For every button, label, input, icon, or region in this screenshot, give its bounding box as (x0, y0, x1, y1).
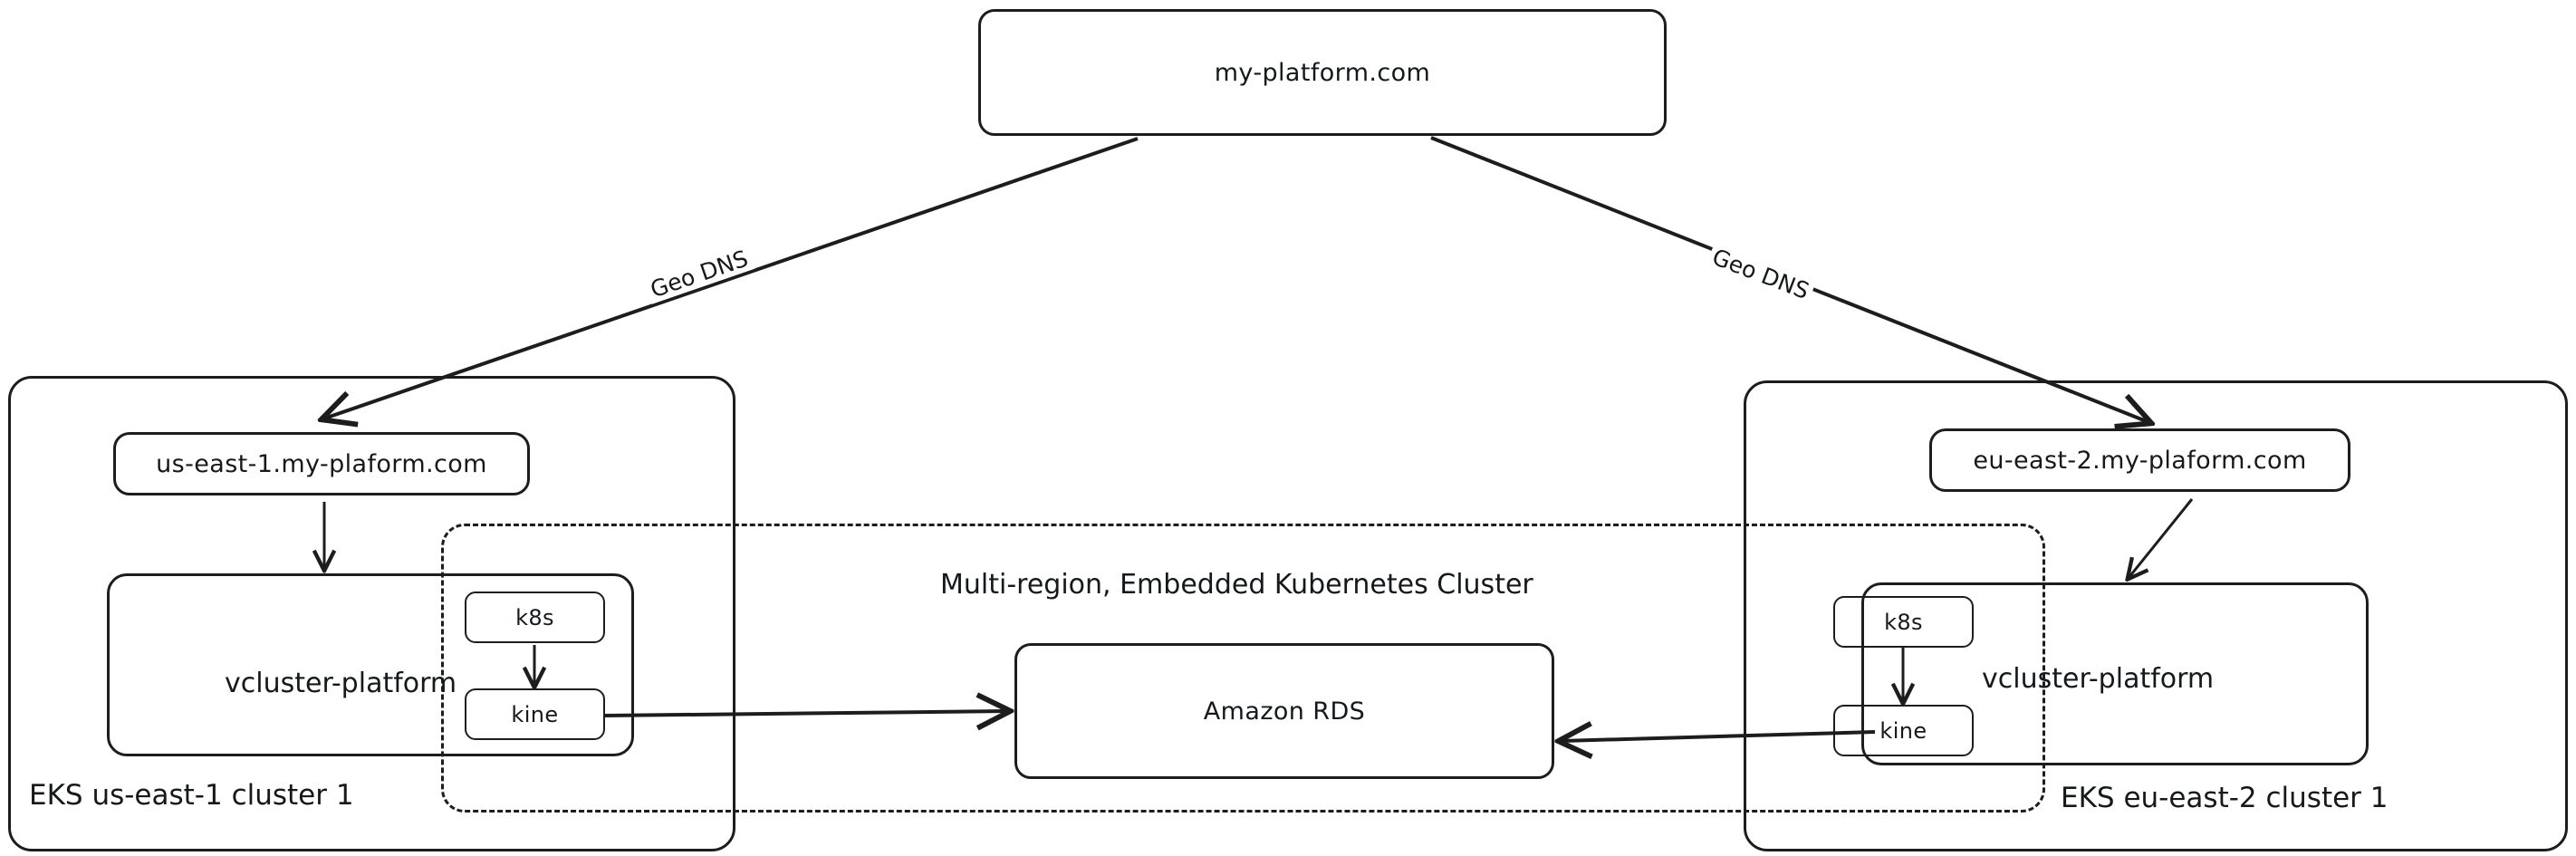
node-kine-us-east-1-label: kine (511, 701, 559, 727)
node-vcluster-platform-us-east-1-label: vcluster-platform (225, 668, 457, 699)
node-amazon-rds[interactable]: Amazon RDS (1014, 643, 1554, 779)
cluster-us-east-1-caption: EKS us-east-1 cluster 1 (29, 779, 354, 812)
node-amazon-rds-label: Amazon RDS (1203, 697, 1366, 726)
node-kine-eu-east-2[interactable]: kine (1833, 705, 1974, 756)
node-root-domain-label: my-platform.com (1214, 58, 1431, 87)
node-k8s-us-east-1-label: k8s (515, 604, 554, 630)
cluster-us-east-1 (8, 376, 735, 851)
node-kine-eu-east-2-label: kine (1879, 717, 1927, 744)
node-k8s-eu-east-2-label: k8s (1884, 609, 1923, 635)
node-k8s-us-east-1[interactable]: k8s (465, 592, 605, 643)
node-vcluster-platform-eu-east-2-label: vcluster-platform (1982, 663, 2215, 695)
connector-geodns-left (324, 137, 1139, 418)
node-endpoint-us-east-1-label: us-east-1.my-plaform.com (156, 449, 487, 478)
cluster-eu-east-2 (1744, 380, 2568, 851)
connector-endpoint-to-platform-right (2129, 498, 2194, 578)
node-k8s-eu-east-2[interactable]: k8s (1833, 596, 1974, 648)
cluster-eu-east-2-caption: EKS eu-east-2 cluster 1 (2061, 782, 2389, 814)
connector-kine-to-rds-right (1562, 732, 1876, 741)
multi-region-boundary (441, 524, 2045, 813)
node-endpoint-eu-east-2-label: eu-east-2.my-plaform.com (1973, 446, 2307, 475)
node-endpoint-eu-east-2[interactable]: eu-east-2.my-plaform.com (1929, 428, 2350, 492)
multi-region-title: Multi-region, Embedded Kubernetes Cluste… (940, 569, 1533, 601)
connector-kine-to-rds-left (604, 711, 1007, 716)
node-vcluster-platform-eu-east-2[interactable] (1861, 582, 2369, 765)
node-kine-us-east-1[interactable]: kine (465, 688, 605, 740)
node-root-domain[interactable]: my-platform.com (978, 9, 1667, 136)
node-endpoint-us-east-1[interactable]: us-east-1.my-plaform.com (113, 432, 530, 495)
node-vcluster-platform-us-east-1[interactable] (107, 573, 634, 756)
